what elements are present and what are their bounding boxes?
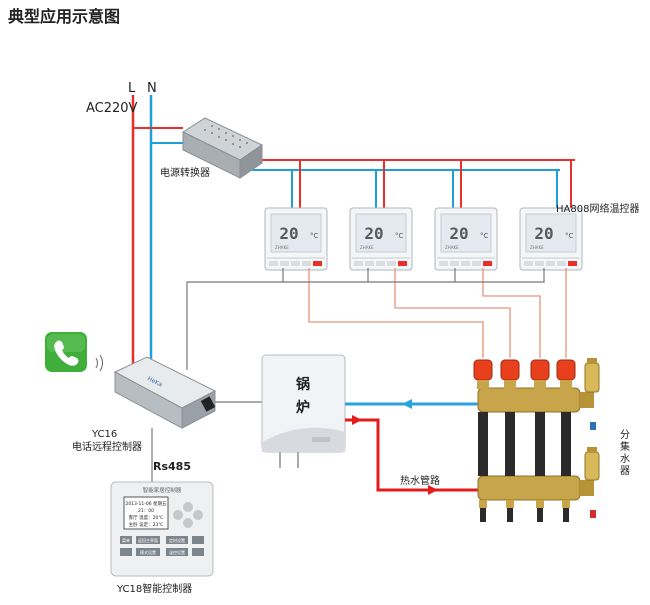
thermostat-key bbox=[313, 261, 322, 266]
yc18-side-button-2 bbox=[192, 548, 204, 556]
signal-waves-icon bbox=[95, 354, 103, 372]
power-supply-unit bbox=[181, 117, 264, 179]
thermostat-unit: °C bbox=[565, 232, 574, 240]
diagram-title: 典型应用示意图 bbox=[8, 7, 120, 26]
thermostat-brand: ZHAKE bbox=[445, 245, 459, 250]
yc18-side-button-3 bbox=[120, 548, 132, 556]
thermostat-key bbox=[280, 261, 289, 266]
thermostat-key bbox=[472, 261, 481, 266]
thermostat-unit: °C bbox=[310, 232, 319, 240]
thermostat-key bbox=[365, 261, 374, 266]
yc18-home-button-label: 返回主界面 bbox=[138, 537, 158, 543]
thermostat-key bbox=[398, 261, 407, 266]
yc18-screen-line-3: 客厅 温度：20℃ bbox=[129, 514, 164, 521]
thermostat-unit: °C bbox=[480, 232, 489, 240]
yc16-model-label: YC16 bbox=[91, 429, 117, 440]
line-l-label: L bbox=[128, 81, 136, 96]
voltage-label: AC220V bbox=[86, 101, 138, 116]
thermostat-label: HA808网络温控器 bbox=[556, 202, 639, 215]
yc18-label: YC18智能控制器 bbox=[116, 582, 192, 595]
thermostat-key bbox=[269, 261, 278, 266]
thermostat-key bbox=[387, 261, 396, 266]
thermostat-key bbox=[483, 261, 492, 266]
yc16-desc-label: 电话远程控制器 bbox=[72, 440, 142, 453]
line-n-label: N bbox=[147, 81, 157, 96]
thermostat-brand: ZHAKE bbox=[275, 245, 289, 250]
yc18-up-button bbox=[183, 502, 193, 512]
yc18-timer-button bbox=[166, 536, 188, 544]
thermostat-brand: ZHAKE bbox=[360, 245, 374, 250]
yc16-remote-controller: HeKa bbox=[113, 356, 217, 429]
yc18-right-button bbox=[193, 510, 203, 520]
hot-pipe-arrow-1 bbox=[352, 415, 362, 425]
boiler-char-1: 锅 bbox=[296, 377, 310, 393]
yc18-temp-button bbox=[166, 548, 188, 556]
yc18-menu-button-label: 菜单 bbox=[122, 537, 130, 543]
thermostat-brand: ZHAKE bbox=[530, 245, 544, 250]
yc18-mode-button-label: 模式设置 bbox=[140, 549, 156, 555]
yc18-menu-button bbox=[120, 536, 132, 544]
yc18-side-button-1 bbox=[192, 536, 204, 544]
manifold-char-3: 水 bbox=[620, 453, 630, 465]
thermostat-key bbox=[439, 261, 448, 266]
yc18-temp-button-label: 温控设置 bbox=[169, 549, 185, 555]
thermostat-key bbox=[546, 261, 555, 266]
yc18-timer-button-label: 定时设置 bbox=[169, 537, 185, 543]
thermostat-key bbox=[461, 261, 470, 266]
manifold-loop bbox=[530, 359, 550, 522]
thermostat: 20 °C ZHAKE bbox=[434, 207, 498, 271]
thermostat-key bbox=[450, 261, 459, 266]
thermostat-key bbox=[291, 261, 300, 266]
yc18-home-button bbox=[136, 536, 160, 544]
thermostat-display-value: 20 bbox=[364, 224, 383, 243]
thermostat-display-value: 20 bbox=[534, 224, 553, 243]
yc18-header: 智能家居控制器 bbox=[143, 486, 182, 494]
actuator-valve-head bbox=[556, 359, 576, 389]
manifold-loop bbox=[473, 359, 493, 522]
phone-icon bbox=[45, 332, 87, 372]
thermostat-key bbox=[535, 261, 544, 266]
yc18-screen-line-1: 2013-11-06 星期五 bbox=[125, 501, 167, 507]
thermostat-display-value: 20 bbox=[279, 224, 298, 243]
manifold-label: 分 集 水 器 bbox=[620, 429, 630, 477]
hot-pipe-arrow-2 bbox=[428, 485, 438, 495]
thermostat-key bbox=[376, 261, 385, 266]
thermostat: 20 °C ZHAKE bbox=[519, 207, 583, 271]
thermostat-key bbox=[302, 261, 311, 266]
thermostat-key bbox=[568, 261, 577, 266]
manifold-char-4: 器 bbox=[620, 465, 630, 477]
thermostat-key bbox=[524, 261, 533, 266]
yc18-screen-line-4: 主卧 设定：23℃ bbox=[129, 521, 164, 528]
thermostat-display-value: 20 bbox=[449, 224, 468, 243]
thermostat-key bbox=[557, 261, 566, 266]
thermostat-key bbox=[354, 261, 363, 266]
yc18-left-button bbox=[173, 510, 183, 520]
manifold-loop bbox=[500, 359, 520, 522]
thermostat: 20 °C ZHAKE bbox=[349, 207, 413, 271]
power-lines bbox=[131, 95, 575, 365]
yc18-mode-button bbox=[136, 548, 160, 556]
thermostat: 20 °C ZHAKE bbox=[264, 207, 328, 271]
manifold-char-2: 集 bbox=[620, 440, 630, 453]
pipe-label: 热水管路 bbox=[400, 474, 440, 487]
thermostat-group: 20 °C ZHAKE 20 °C ZHAKE 20 °C ZHAKE 20 °C ZHAKE bbox=[264, 207, 583, 271]
manifold-char-1: 分 bbox=[620, 429, 630, 441]
yc18-screen-line-2: 21：00 bbox=[138, 508, 154, 514]
yc18-controller: 智能家居控制器 2013-11-06 星期五 21：00 客厅 温度：20℃ 主… bbox=[110, 481, 214, 577]
rs485-label: Rs485 bbox=[153, 460, 191, 473]
yc18-screen bbox=[123, 496, 169, 530]
thermostat-unit: °C bbox=[395, 232, 404, 240]
manifold-loop bbox=[556, 359, 576, 522]
yc18-down-button bbox=[183, 518, 193, 528]
boiler bbox=[261, 354, 346, 468]
manifold bbox=[473, 358, 600, 522]
psu-label: 电源转换器 bbox=[160, 166, 210, 179]
actuator-valve-head bbox=[473, 359, 493, 389]
return-pipe bbox=[345, 399, 478, 409]
actuator-valve-head bbox=[500, 359, 520, 389]
boiler-char-2: 炉 bbox=[296, 399, 310, 416]
actuator-valve-head bbox=[530, 359, 550, 389]
